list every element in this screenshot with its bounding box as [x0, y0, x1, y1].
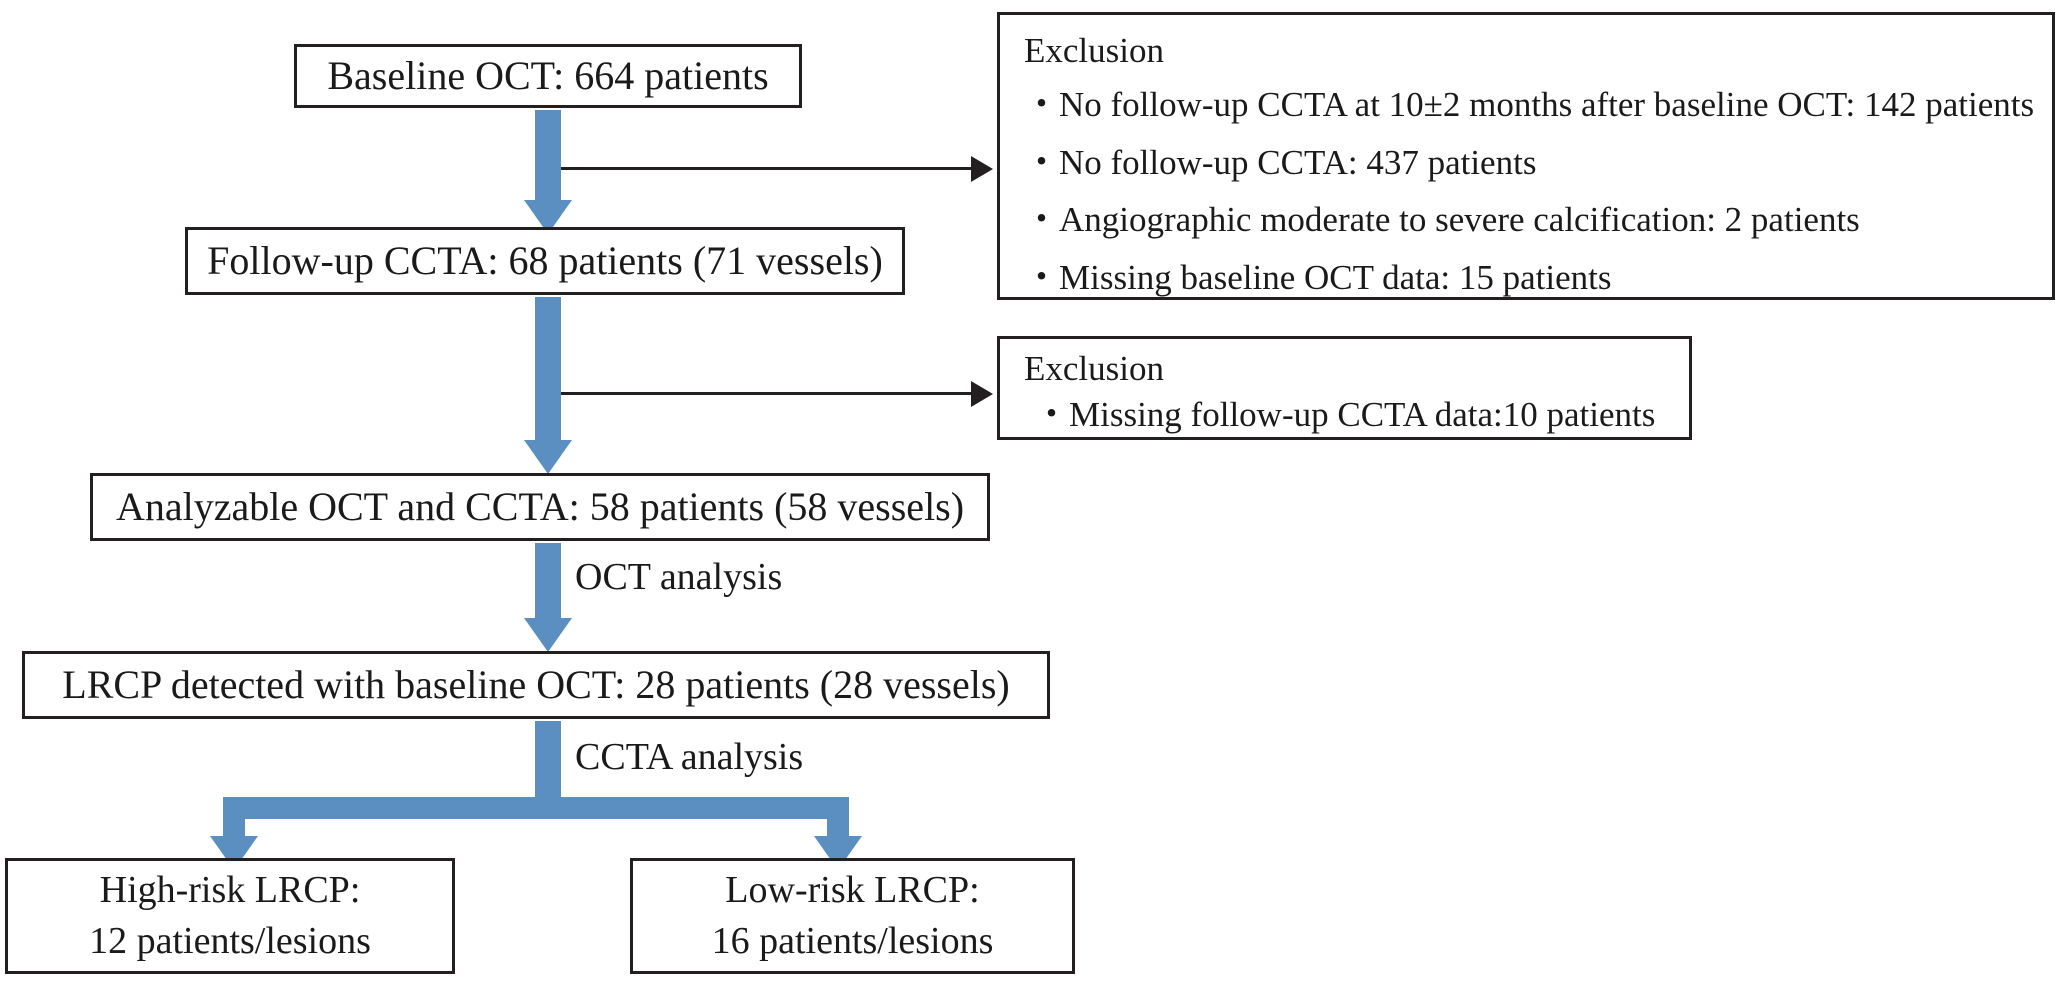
arrow-branch-crossbar	[223, 797, 849, 819]
exclusion-connector-1-arrowhead	[971, 156, 993, 182]
arrow-followup-to-analyzable-head	[524, 440, 572, 474]
node-low-risk-lrcp: Low-risk LRCP: 16 patients/lesions	[630, 858, 1075, 974]
node-low-risk-lrcp-line2: 16 patients/lesions	[711, 920, 994, 962]
arrow-analyzable-to-lrcp-shaft	[535, 543, 561, 623]
node-baseline-oct-label: Baseline OCT: 664 patients	[327, 53, 769, 98]
exclusion-connector-2-line	[561, 392, 973, 395]
exclusion-box-1-item-2: ・No follow-up CCTA: 437 patients	[1024, 142, 1537, 182]
exclusion-connector-1-line	[561, 167, 973, 170]
exclusion-box-1: Exclusion ・No follow-up CCTA at 10±2 mon…	[997, 12, 2055, 300]
exclusion-box-2-item-1: ・Missing follow-up CCTA data:10 patients	[1034, 394, 1656, 434]
node-analyzable-label: Analyzable OCT and CCTA: 58 patients (58…	[115, 484, 965, 529]
node-lrcp-detected: LRCP detected with baseline OCT: 28 pati…	[22, 651, 1050, 719]
node-high-risk-lrcp: High-risk LRCP: 12 patients/lesions	[5, 858, 455, 974]
node-followup-ccta: Follow-up CCTA: 68 patients (71 vessels)	[185, 227, 905, 295]
arrow-label-ccta-analysis: CCTA analysis	[575, 736, 804, 778]
exclusion-connector-2-arrowhead	[971, 381, 993, 407]
arrow-label-oct-analysis: OCT analysis	[575, 556, 783, 598]
exclusion-box-1-title: Exclusion	[1024, 31, 1164, 70]
arrow-followup-to-analyzable-shaft	[535, 297, 561, 445]
node-followup-ccta-label: Follow-up CCTA: 68 patients (71 vessels)	[207, 238, 883, 283]
exclusion-box-1-item-3: ・Angiographic moderate to severe calcifi…	[1024, 200, 1860, 240]
exclusion-box-1-item-4: ・Missing baseline OCT data: 15 patients	[1024, 258, 1612, 297]
arrow-baseline-to-followup-shaft	[535, 110, 561, 205]
node-low-risk-lrcp-line1: Low-risk LRCP:	[725, 868, 980, 911]
arrow-branch-left-shaft	[223, 797, 245, 842]
exclusion-box-2-title: Exclusion	[1024, 349, 1164, 388]
exclusion-box-2: Exclusion ・Missing follow-up CCTA data:1…	[997, 336, 1692, 440]
arrow-branch-trunk	[535, 721, 561, 803]
node-lrcp-detected-label: LRCP detected with baseline OCT: 28 pati…	[62, 662, 1010, 707]
node-baseline-oct: Baseline OCT: 664 patients	[294, 44, 802, 108]
exclusion-box-1-item-1: ・No follow-up CCTA at 10±2 months after …	[1024, 84, 2035, 124]
arrow-analyzable-to-lrcp-head	[524, 618, 572, 652]
arrow-branch-right-shaft	[827, 797, 849, 842]
node-high-risk-lrcp-line2: 12 patients/lesions	[89, 920, 371, 962]
node-high-risk-lrcp-line1: High-risk LRCP:	[99, 868, 361, 911]
node-analyzable: Analyzable OCT and CCTA: 58 patients (58…	[90, 473, 990, 541]
